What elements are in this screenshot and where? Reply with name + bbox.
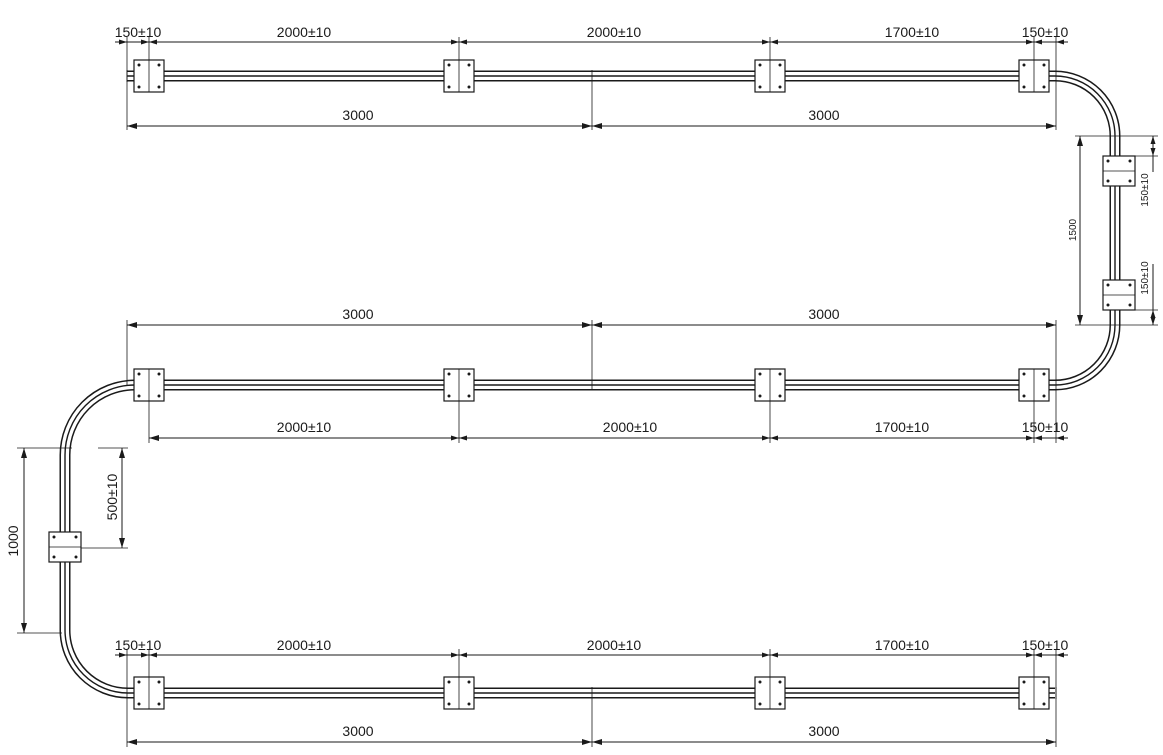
dim-top-upper-1: 150±10: [115, 24, 162, 40]
dim-bot-upper-1: 150±10: [115, 637, 162, 653]
dim-bot-upper-4: 1700±10: [875, 637, 930, 653]
dim-right-offset-upper: 150±10: [1140, 173, 1151, 207]
bracket-bot-1: [133, 676, 165, 710]
bracket-mid-2: [443, 368, 475, 402]
dim-top-upper-3: 2000±10: [587, 24, 642, 40]
dim-mid-upper-1: 3000: [342, 306, 373, 322]
extension-lines: [17, 37, 1158, 747]
bracket-bot-4: [1018, 676, 1050, 710]
rail-track: [59, 70, 1121, 699]
dim-mid-lower-3: 1700±10: [875, 419, 930, 435]
bracket-top-1: [133, 59, 165, 93]
dimension-labels: 150±10 2000±10 2000±10 1700±10 150±10 30…: [5, 24, 1151, 739]
bracket-right-1: [1102, 155, 1136, 187]
bracket-mid-1: [133, 368, 165, 402]
dim-top-lower-2: 3000: [808, 107, 839, 123]
dim-left-offset: 500±10: [104, 473, 120, 520]
dim-right-offset-lower: 150±10: [1140, 261, 1151, 295]
bracket-mid-3: [754, 368, 786, 402]
dim-mid-lower-1: 2000±10: [277, 419, 332, 435]
arrowheads: [21, 39, 1156, 745]
bracket-mid-4: [1018, 368, 1050, 402]
dim-top-upper-2: 2000±10: [277, 24, 332, 40]
bracket-right-2: [1102, 279, 1136, 311]
dim-left-span: 1000: [5, 525, 21, 556]
dim-bot-lower-1: 3000: [342, 723, 373, 739]
bracket-left-1: [48, 531, 82, 563]
bracket-top-3: [754, 59, 786, 93]
bracket-top-4: [1018, 59, 1050, 93]
dim-top-lower-1: 3000: [342, 107, 373, 123]
dim-right-span: 1500: [1068, 218, 1079, 241]
dim-bot-upper-3: 2000±10: [587, 637, 642, 653]
bracket-bot-3: [754, 676, 786, 710]
dim-bot-lower-2: 3000: [808, 723, 839, 739]
dim-mid-lower-4: 150±10: [1022, 419, 1069, 435]
dim-bot-upper-2: 2000±10: [277, 637, 332, 653]
dim-mid-lower-2: 2000±10: [603, 419, 658, 435]
bracket-bot-2: [443, 676, 475, 710]
dim-mid-upper-2: 3000: [808, 306, 839, 322]
dim-top-upper-4: 1700±10: [885, 24, 940, 40]
dim-top-upper-5: 150±10: [1022, 24, 1069, 40]
bracket-top-2: [443, 59, 475, 93]
dim-bot-upper-5: 150±10: [1022, 637, 1069, 653]
